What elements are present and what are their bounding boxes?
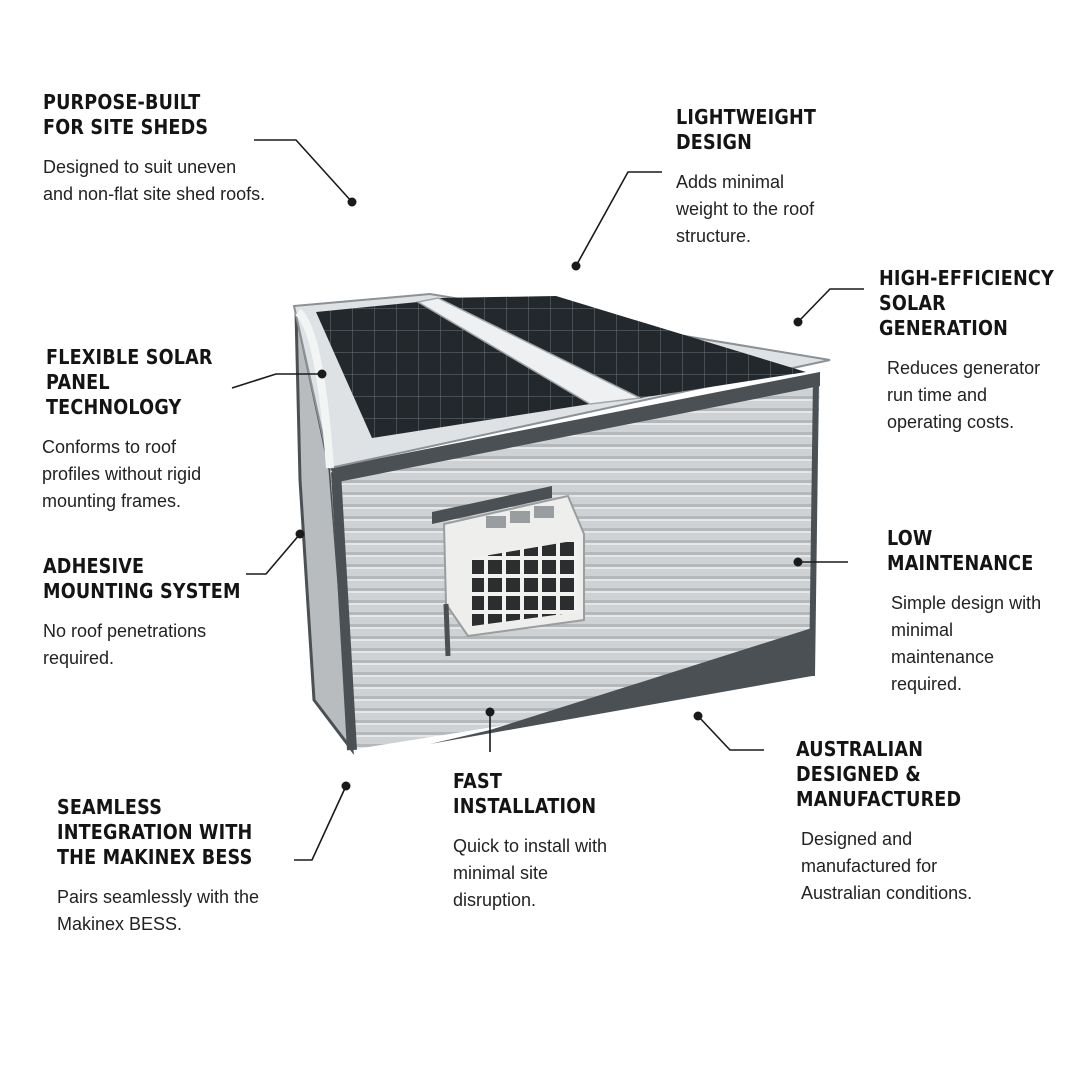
feature-australian-made: AUSTRALIAN DESIGNED & MANUFACTURED Desig… bbox=[796, 737, 984, 907]
feature-description: Designed to suit uneven and non-flat sit… bbox=[43, 157, 266, 204]
feature-high-efficiency: HIGH-EFFICIENCY SOLAR GENERATION Reduces… bbox=[879, 266, 1078, 436]
feature-title: LOW MAINTENANCE bbox=[887, 526, 1034, 575]
feature-description: Adds minimal weight to the roof structur… bbox=[676, 172, 815, 246]
feature-title: LIGHTWEIGHT DESIGN bbox=[676, 105, 817, 154]
ac-vent-grille bbox=[472, 540, 578, 626]
leader-lightweight bbox=[571, 171, 662, 271]
feature-fast-installation: FAST INSTALLATION Quick to install with … bbox=[453, 769, 616, 914]
feature-description: Designed and manufactured for Australian… bbox=[801, 829, 973, 903]
leader-seamless-integration bbox=[294, 781, 351, 861]
feature-description: Pairs seamlessly with the Makinex BESS. bbox=[57, 887, 260, 934]
feature-low-maintenance: LOW MAINTENANCE Simple design with minim… bbox=[887, 526, 1053, 698]
feature-description: Quick to install with minimal site disru… bbox=[453, 836, 608, 910]
feature-purpose-built: PURPOSE-BUILT FOR SITE SHEDS Designed to… bbox=[43, 90, 265, 208]
feature-title: PURPOSE-BUILT FOR SITE SHEDS bbox=[43, 90, 209, 139]
feature-title: AUSTRALIAN DESIGNED & MANUFACTURED bbox=[796, 737, 962, 811]
shed-end-post bbox=[809, 377, 819, 677]
feature-description: No roof penetrations required. bbox=[43, 621, 207, 668]
leader-adhesive-mounting bbox=[246, 529, 305, 575]
feature-description: Simple design with minimal maintenance r… bbox=[891, 593, 1042, 694]
shed-base-trim bbox=[430, 628, 812, 744]
shed-corner-post bbox=[331, 471, 357, 751]
leader-lines bbox=[231, 139, 864, 861]
feature-flexible-panel: FLEXIBLE SOLAR PANEL TECHNOLOGY Conforms… bbox=[42, 345, 235, 515]
leader-flexible-panel bbox=[231, 369, 327, 389]
roof-edge-rail bbox=[295, 308, 334, 469]
leader-low-maintenance bbox=[793, 557, 848, 567]
feature-title: ADHESIVE MOUNTING SYSTEM bbox=[43, 554, 241, 603]
leader-high-efficiency bbox=[793, 288, 864, 327]
leader-australian-made bbox=[693, 711, 764, 751]
roof-channel bbox=[415, 297, 643, 405]
feature-description: Reduces generator run time and operating… bbox=[887, 358, 1041, 432]
feature-title: FLEXIBLE SOLAR PANEL TECHNOLOGY bbox=[46, 345, 213, 419]
shed-frame-edge bbox=[330, 372, 820, 482]
feature-title: HIGH-EFFICIENCY SOLAR GENERATION bbox=[879, 266, 1054, 340]
solar-panel-right bbox=[438, 296, 806, 398]
feature-adhesive-mounting: ADHESIVE MOUNTING SYSTEM No roof penetra… bbox=[43, 554, 268, 672]
air-conditioner-unit bbox=[432, 486, 585, 657]
feature-lightweight: LIGHTWEIGHT DESIGN Adds minimal weight t… bbox=[676, 105, 835, 250]
feature-title: FAST INSTALLATION bbox=[453, 769, 597, 818]
feature-seamless-integration: SEAMLESS INTEGRATION WITH THE MAKINEX BE… bbox=[57, 795, 279, 938]
solar-panel-left bbox=[316, 302, 590, 438]
leader-purpose-built bbox=[254, 139, 357, 207]
feature-title: SEAMLESS INTEGRATION WITH THE MAKINEX BE… bbox=[57, 795, 253, 869]
leader-fast-installation bbox=[485, 707, 495, 752]
feature-description: Conforms to roof profiles without rigid … bbox=[42, 437, 202, 511]
